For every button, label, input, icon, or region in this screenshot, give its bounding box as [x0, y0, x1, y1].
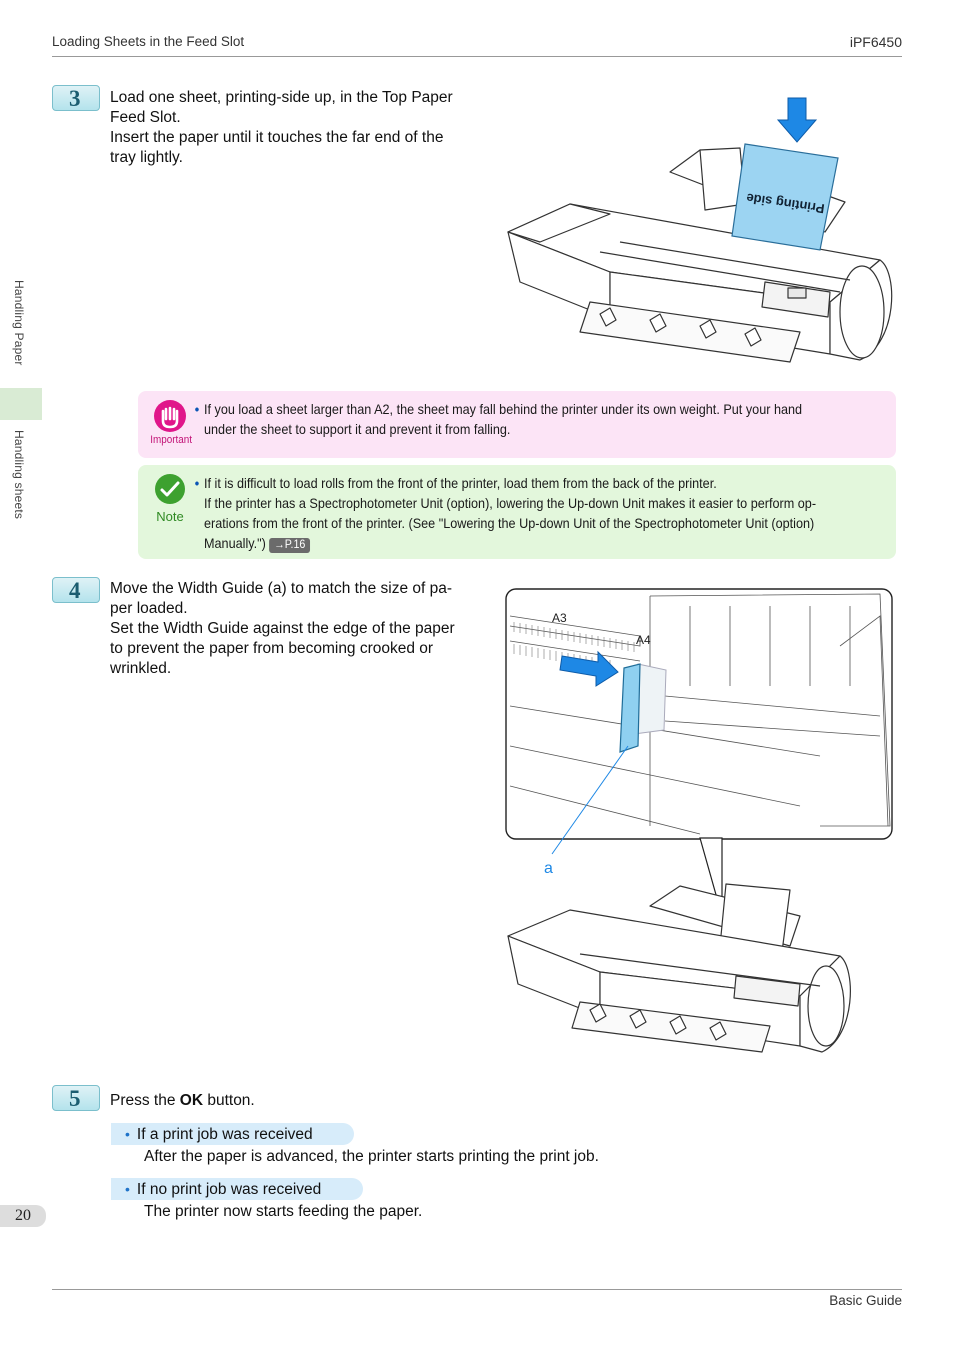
width-guide-shape — [619, 663, 641, 753]
insert-arrow-icon — [776, 97, 818, 143]
step-5-text-after: button. — [203, 1092, 255, 1109]
callout-leader-line — [551, 745, 629, 855]
page-number: 20 — [0, 1205, 46, 1227]
side-tab-active-marker — [0, 388, 42, 420]
step-5-badge: 5 — [52, 1085, 100, 1111]
step-5-text: Press the OK button. — [110, 1091, 255, 1111]
note-label: Note — [156, 509, 184, 524]
case-bullet-icon: • — [125, 1181, 130, 1197]
printer-top-feed-illustration: Printing side — [507, 97, 893, 363]
pencil-check-icon — [155, 474, 185, 504]
step-3-line-1: Load one sheet, printing-side up, in the… — [110, 89, 453, 106]
step-4-line-1: Move the Width Guide (a) to match the si… — [110, 580, 453, 597]
step-4-text: Move the Width Guide (a) to match the si… — [110, 579, 455, 679]
side-tab-chapter[interactable]: Handling Paper — [0, 270, 42, 388]
important-bullet: • — [194, 402, 200, 417]
paper-sheet-shape — [731, 143, 839, 251]
width-guide-illustration: A3 A4 a — [505, 588, 893, 1053]
step-3-line-3: Insert the paper until it touches the fa… — [110, 129, 444, 146]
important-label: Important — [150, 434, 193, 446]
case-1-title: If a print job was received — [136, 1126, 313, 1143]
note-line-2: If the printer has a Spectrophotometer U… — [204, 496, 817, 511]
case-1-text: After the paper is advanced, the printer… — [144, 1148, 599, 1165]
running-header-model: iPF6450 — [849, 34, 902, 50]
side-tab-section[interactable]: Handling sheets — [0, 420, 42, 550]
footer-guide-title: Basic Guide — [829, 1293, 902, 1308]
note-line-3: erations from the front of the printer. … — [204, 516, 815, 531]
page-xref-link[interactable]: →P.16 — [269, 538, 311, 553]
case-2-text: The printer now starts feeding the paper… — [144, 1203, 423, 1220]
ok-button-label: OK — [179, 1092, 204, 1109]
step-4-line-4: to prevent the paper from becoming crook… — [110, 640, 434, 657]
step-3-badge: 3 — [52, 85, 100, 111]
note-icon-wrap: Note — [148, 473, 192, 524]
width-guide-callout-label: a — [544, 860, 553, 877]
case-2-title: If no print job was received — [136, 1181, 322, 1198]
important-line-1: If you load a sheet larger than A2, the … — [204, 402, 803, 417]
step-5-text-before: Press the — [110, 1092, 180, 1109]
slide-arrow-icon — [559, 650, 619, 687]
important-icon-wrap: Important — [148, 399, 192, 446]
note-bullet: • — [194, 476, 200, 491]
note-line-1: If it is difficult to load rolls from th… — [204, 476, 717, 491]
step-4-line-3: Set the Width Guide against the edge of … — [110, 620, 455, 637]
step-3-line-4: tray lightly. — [110, 149, 183, 166]
note-body: • If it is difficult to load rolls from … — [195, 474, 835, 554]
running-header-section: Loading Sheets in the Feed Slot — [52, 34, 245, 49]
important-body: • If you load a sheet larger than A2, th… — [195, 400, 835, 440]
step-4-line-5: wrinkled. — [110, 660, 172, 677]
step-4-badge: 4 — [52, 577, 100, 603]
case-bullet-icon: • — [125, 1126, 130, 1142]
side-tab-section-label: Handling sheets — [12, 430, 26, 520]
important-callout: Important • If you load a sheet larger t… — [138, 391, 896, 458]
hand-stop-icon — [154, 400, 186, 432]
note-line-4-wrap: Manually.") →P.16 — [204, 534, 835, 554]
step-3-line-2: Feed Slot. — [110, 109, 181, 126]
step-4-line-2: per loaded. — [110, 600, 188, 617]
a4-mark-label: A4 — [636, 633, 651, 647]
note-callout: Note • If it is difficult to load rolls … — [138, 465, 896, 559]
case-pill-job-received: • If a print job was received — [111, 1123, 354, 1145]
case-pill-no-job: • If no print job was received — [111, 1178, 363, 1200]
important-line-2: under the sheet to support it and preven… — [204, 422, 511, 437]
step-3-text: Load one sheet, printing-side up, in the… — [110, 88, 453, 168]
footer-rule — [52, 1289, 902, 1290]
note-line-4: Manually.") — [204, 536, 266, 551]
a3-mark-label: A3 — [552, 611, 567, 625]
side-tab-chapter-label: Handling Paper — [12, 280, 26, 366]
header-rule — [52, 56, 902, 57]
